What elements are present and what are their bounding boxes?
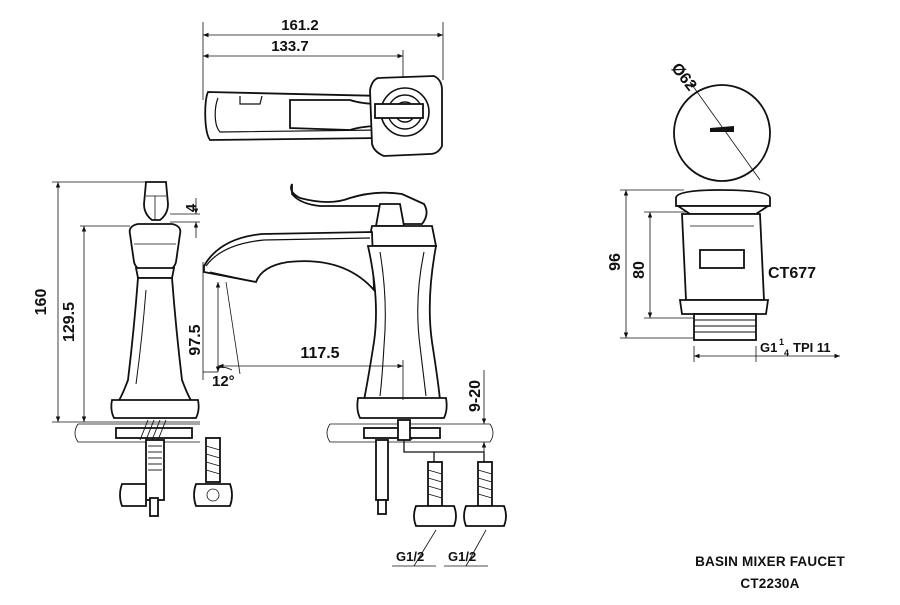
dim-handle-gap: 4 [183, 203, 200, 212]
title-product-name: BASIN MIXER FAUCET [695, 554, 845, 569]
dim-drain-body: 80 [631, 261, 648, 279]
inlet-thread-left: G1/2 [396, 549, 424, 564]
drain-thread-num: 1 [779, 337, 784, 347]
front-view-spout: 97.5 12° 117.5 9-20 [187, 183, 507, 567]
dim-drain-height: 96 [607, 253, 624, 271]
dim-deck-thickness: 9-20 [467, 380, 484, 412]
drain-thread-main: G1 [760, 340, 777, 355]
drain-model-label: CT677 [768, 265, 816, 282]
dim-top-spout: 133.7 [271, 38, 309, 55]
front-view-left-handle: 160 129.5 4 [33, 181, 233, 517]
top-view: 161.2 133.7 [202, 17, 444, 157]
title-block: BASIN MIXER FAUCET CT2230A [695, 554, 845, 591]
pop-up-drain: Ø62 96 80 CT677 G1 1 4 TPI 11 [607, 60, 840, 362]
dim-height-handle: 129.5 [61, 302, 78, 342]
dim-top-overall: 161.2 [281, 17, 319, 34]
title-model-code: CT2230A [740, 576, 799, 591]
drain-thread-tpi: TPI 11 [793, 340, 831, 355]
dim-spout-height: 97.5 [187, 324, 204, 355]
inlet-thread-right: G1/2 [448, 549, 476, 564]
drain-thread-den: 4 [784, 348, 789, 358]
dim-spout-angle: 12° [212, 373, 235, 390]
drain-plan-circle [673, 84, 771, 182]
dim-spout-reach: 117.5 [300, 345, 339, 362]
dim-height-total: 160 [33, 289, 50, 316]
